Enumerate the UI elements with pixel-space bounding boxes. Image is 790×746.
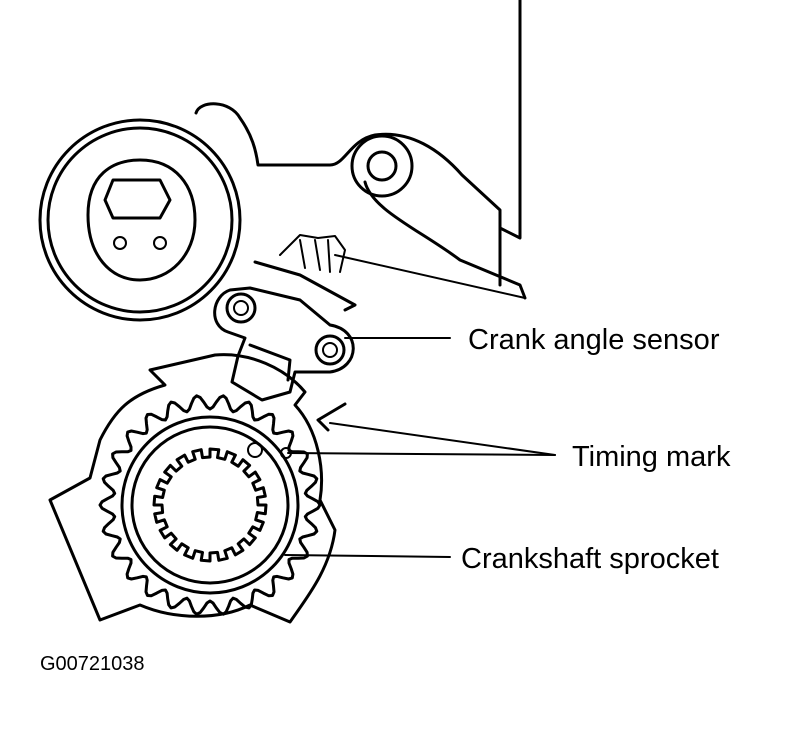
leader-lines <box>284 254 556 558</box>
figure-code: G00721038 <box>40 653 145 675</box>
timing-mark-notch <box>316 402 347 432</box>
camshaft-pulley <box>350 134 414 198</box>
idler-pulley <box>38 118 242 322</box>
engine-block <box>194 0 527 300</box>
label-crankshaft-sprocket: Crankshaft sprocket <box>461 543 719 575</box>
sprocket-spline-bore <box>152 447 268 563</box>
sprocket-splines <box>152 447 268 563</box>
label-timing-mark: Timing mark <box>572 441 731 473</box>
sprocket-teeth <box>98 394 322 616</box>
label-crank-angle-sensor: Crank angle sensor <box>468 324 720 356</box>
crank-angle-sensor <box>213 234 357 402</box>
crankshaft-sprocket <box>48 353 337 624</box>
sprocket-tooth-ring <box>98 394 322 616</box>
